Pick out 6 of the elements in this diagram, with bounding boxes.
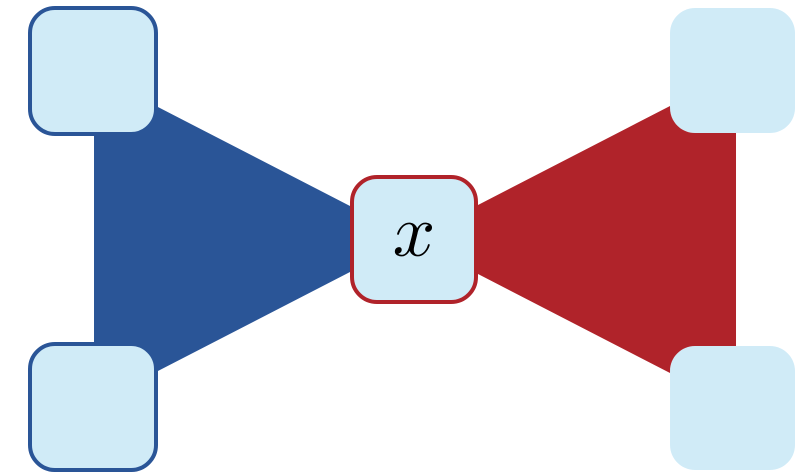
square-box (28, 342, 158, 472)
wedge-connector (94, 239, 350, 372)
wedge-connector (478, 106, 736, 239)
wedge-connector (478, 239, 736, 373)
wedge-connector (94, 106, 350, 239)
variable-box: $x$ (350, 175, 478, 304)
